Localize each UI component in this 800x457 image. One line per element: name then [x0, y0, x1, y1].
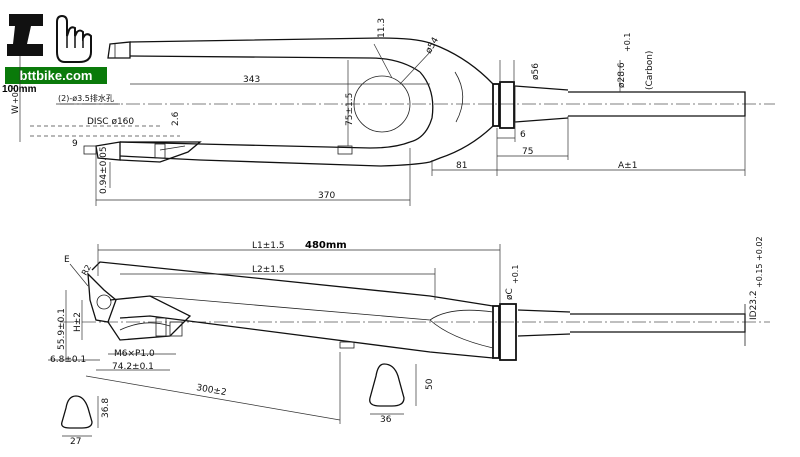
label-m6: M6×P1.0: [114, 349, 155, 359]
axle-stub: [83, 145, 97, 155]
label-55-9: 55.9±0.1: [57, 308, 67, 350]
label-28-6-tol: +0.1: [623, 33, 632, 52]
label-carbon: (Carbon): [645, 51, 655, 90]
side-crown-shoulder: [429, 309, 494, 321]
side-vent-mark: [339, 341, 355, 349]
lower-blade-outer: [119, 155, 431, 167]
label-370: 370: [318, 191, 335, 201]
label-2-6: 2.6: [171, 111, 181, 126]
label-74-2: 74.2±0.1: [112, 362, 154, 372]
label-36: 36: [380, 415, 392, 425]
top-steerer-taper: [514, 85, 569, 123]
label-75-1-5: 75±1.5: [345, 93, 355, 126]
label-11-3: 11.3: [377, 18, 387, 38]
top-view: 343 370 81 A±1 75 6 75±1.5 11.3 ø54 ø56 …: [11, 18, 775, 206]
label-9: 9: [72, 139, 78, 149]
label-343: 343: [243, 75, 260, 85]
label-w: W: [11, 105, 21, 114]
label-hole: (2)-ø3.5排水孔: [58, 93, 114, 103]
hand-icon: [7, 14, 92, 63]
crown-arch: [409, 71, 434, 143]
label-27: 27: [70, 437, 81, 447]
label-id: ID23.2: [749, 290, 759, 320]
disc-mount: [119, 141, 202, 163]
label-c-tol: +0.1: [511, 265, 520, 284]
label-28-6: ø28.6: [617, 62, 627, 88]
side-view: L1±1.5 480mm L2±1.5 E R2 øC +0.1 ID23.2 …: [48, 236, 770, 447]
label-50: 50: [425, 378, 435, 390]
label-a: A±1: [618, 161, 637, 171]
side-disc-mount: [107, 295, 192, 341]
label-81: 81: [456, 161, 467, 171]
crown-bearing-seat: [499, 81, 515, 129]
side-blade-top: [91, 261, 494, 307]
label-disc: DISC ø160: [87, 117, 134, 127]
label-54: ø54: [424, 36, 441, 56]
label-6-8: 6.8±0.1: [50, 355, 86, 365]
lower-blade-inner: [119, 141, 411, 149]
crown-lower-curve: [429, 125, 494, 163]
crown-race: [492, 83, 500, 127]
crown-circle-54: [353, 75, 411, 133]
disc-mount-bolt: [154, 143, 166, 159]
label-36-8: 36.8: [101, 398, 111, 418]
crown-arch-outer: [454, 71, 464, 123]
dim-54-leader: [399, 49, 433, 85]
dim-11-3: [373, 43, 393, 79]
label-480: 480mm: [305, 240, 347, 251]
upper-blade-inner: [129, 55, 421, 73]
upper-blade-outer: [129, 37, 431, 44]
label-6: 6: [520, 130, 526, 140]
label-r2: R2: [80, 263, 93, 277]
section-dropout: [61, 395, 93, 429]
site-name: bttbike.com: [5, 67, 107, 84]
side-mount-bolt: [155, 317, 167, 337]
label-l2: L2±1.5: [252, 265, 285, 275]
section-blade: [369, 363, 405, 407]
crown-upper-curve: [429, 42, 494, 85]
side-crown-race: [492, 305, 500, 359]
side-blade-bottom: [119, 315, 494, 359]
label-w-tol: +0.5: [11, 85, 20, 104]
label-id-tol: +0.15 +0.02: [755, 236, 764, 288]
label-h: H±2: [73, 312, 83, 332]
top-steerer: [568, 91, 746, 117]
vent-mark: [337, 145, 353, 155]
logo-mark: [5, 6, 107, 84]
upper-dropout: [107, 41, 131, 59]
label-094: 0.94±0.05: [99, 146, 109, 194]
side-steerer: [570, 313, 746, 333]
side-dropout: [87, 272, 117, 323]
side-bearing-seat: [499, 303, 517, 361]
side-steerer-taper: [517, 309, 571, 337]
label-e: E: [64, 255, 70, 265]
axle-circle: [96, 294, 112, 310]
label-c: øC: [505, 288, 515, 300]
label-56: ø56: [531, 63, 541, 80]
label-75: 75: [522, 147, 533, 157]
dim-300: [85, 375, 341, 421]
steerer-length-note: 100mm: [2, 84, 37, 95]
label-l1: L1±1.5: [252, 241, 285, 251]
